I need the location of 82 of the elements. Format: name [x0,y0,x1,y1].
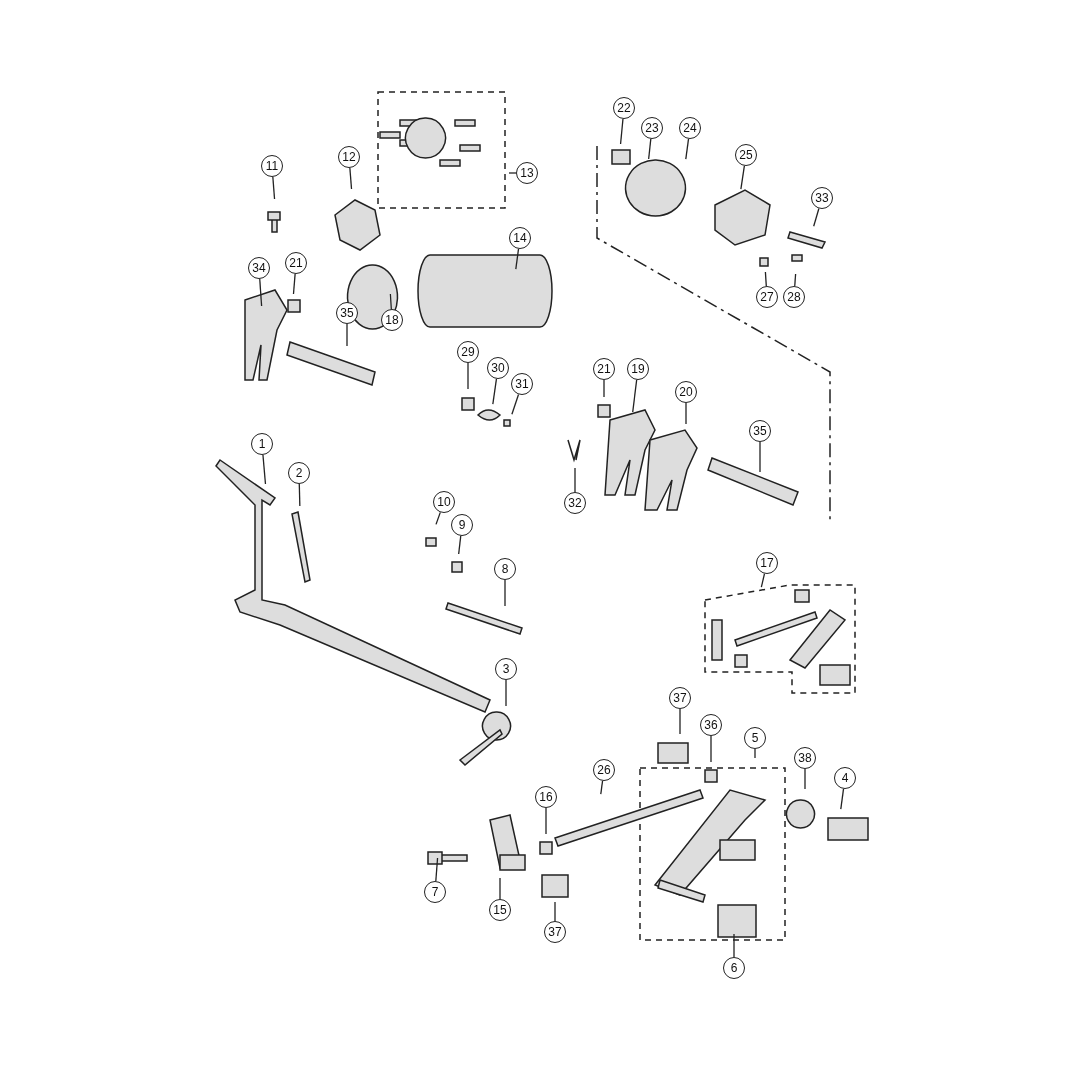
leader-line [554,901,556,922]
callout-number: 5 [744,727,766,749]
leader-line [349,167,353,190]
callout-number: 15 [489,899,511,921]
leader-line [574,467,576,493]
leader-line [740,165,745,190]
callout-number: 34 [248,257,270,279]
callout-number: 24 [679,117,701,139]
callout-number: 3 [495,658,517,680]
leader-line [511,393,520,415]
leader-line [499,877,501,900]
callout-number: 36 [700,714,722,736]
leader-line [346,323,348,347]
callout-number: 13 [516,162,538,184]
leader-line [458,535,462,555]
callout-number: 6 [723,957,745,979]
leader-line [813,207,820,227]
callout-number: 18 [381,309,403,331]
leader-line [272,176,276,200]
leader-line [764,271,767,287]
callout-number: 4 [834,767,856,789]
callout-number: 28 [783,286,805,308]
callout-number: 11 [261,155,283,177]
callout-number: 16 [535,786,557,808]
callout-number: 35 [749,420,771,442]
callout-number: 17 [756,552,778,574]
leader-line [389,293,392,310]
leader-line [794,273,797,287]
leader-line [733,933,735,958]
leader-line [292,273,296,295]
leader-line [259,278,263,307]
callout-number: 35 [336,302,358,324]
leader-line [435,857,439,882]
callout-number: 14 [509,227,531,249]
leader-line [760,573,766,588]
leader-line [679,708,681,735]
callout-number: 30 [487,357,509,379]
callout-number: 8 [494,558,516,580]
leader-line [435,511,441,525]
callout-number: 33 [811,187,833,209]
callout-number: 1 [251,433,273,455]
leader-line [504,579,506,607]
callout-number: 26 [593,759,615,781]
callout-number: 21 [593,358,615,380]
callout-number: 23 [641,117,663,139]
callout-number: 25 [735,144,757,166]
leader-line [298,483,301,507]
leader-line [685,402,687,425]
leader-line [262,454,267,485]
callout-number: 19 [627,358,649,380]
leader-line [632,379,638,413]
leader-line [619,118,624,145]
leader-line [759,441,761,473]
callout-number: 38 [794,747,816,769]
callout-number: 2 [288,462,310,484]
leader-line [505,679,507,707]
leader-line [545,807,547,835]
leader-line [754,748,756,759]
leader-line [804,768,806,790]
callout-number: 20 [675,381,697,403]
leader-line [515,248,520,270]
leader-line [600,780,604,795]
leader-line [710,735,712,763]
callout-number: 27 [756,286,778,308]
callout-number: 29 [457,341,479,363]
leader-line [648,138,652,160]
callout-number: 37 [669,687,691,709]
callout-number: 21 [285,252,307,274]
callout-number: 9 [451,514,473,536]
callout-number: 32 [564,492,586,514]
leader-line [508,172,517,174]
callout-number: 7 [424,881,446,903]
callout-number: 12 [338,146,360,168]
leader-line [492,378,498,405]
callout-number: 37 [544,921,566,943]
leader-line [685,138,690,160]
callout-number: 10 [433,491,455,513]
leader-line [603,379,605,398]
leader-line [467,362,469,390]
leader-line [840,788,845,810]
callout-number: 22 [613,97,635,119]
callout-number: 31 [511,373,533,395]
